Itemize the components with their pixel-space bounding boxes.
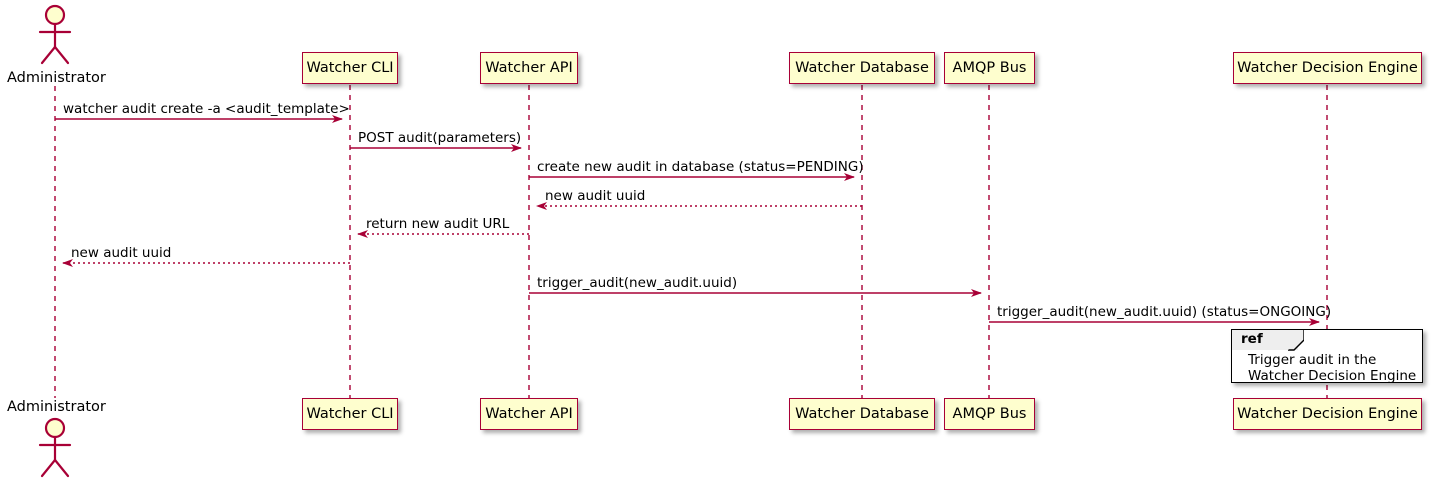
- message-label-4: new audit uuid: [545, 188, 646, 204]
- actor-label-administrator-top: Administrator: [7, 70, 106, 86]
- message-label-3: create new audit in database (status=PEN…: [537, 159, 864, 175]
- ref-fragment-text: Trigger audit in the Watcher Decision En…: [1248, 352, 1417, 384]
- message-label-2: POST audit(parameters): [358, 130, 522, 146]
- ref-fragment-tag: ref: [1241, 331, 1263, 347]
- participant-box-watcher-decision-engine-top[interactable]: Watcher Decision Engine: [1233, 52, 1422, 84]
- message-label-7: trigger_audit(new_audit.uuid): [537, 275, 738, 291]
- ref-fragment-tab-corner: [1288, 330, 1304, 351]
- participant-box-amqp-bus-bottom[interactable]: AMQP Bus: [944, 398, 1035, 430]
- actor-administrator-bottom: [38, 417, 72, 478]
- participant-box-watcher-cli-bottom[interactable]: Watcher CLI: [302, 398, 398, 430]
- ref-fragment-tab: [1232, 330, 1298, 350]
- message-label-6: new audit uuid: [71, 245, 172, 261]
- actor-administrator-top: [38, 4, 72, 65]
- message-label-1: watcher audit create -a <audit_template>: [63, 101, 350, 117]
- participant-box-watcher-database-bottom[interactable]: Watcher Database: [789, 398, 935, 430]
- participant-box-amqp-bus-top[interactable]: AMQP Bus: [944, 52, 1035, 84]
- participant-box-watcher-api-top[interactable]: Watcher API: [480, 52, 578, 84]
- message-label-5: return new audit URL: [366, 216, 510, 232]
- lifeline-group: [54, 85, 1328, 398]
- participant-box-watcher-database-top[interactable]: Watcher Database: [789, 52, 935, 84]
- ref-fragment: ref Trigger audit in the Watcher Decisio…: [1231, 329, 1423, 384]
- message-label-8: trigger_audit(new_audit.uuid) (status=ON…: [997, 304, 1332, 320]
- participant-box-watcher-cli-top[interactable]: Watcher CLI: [302, 52, 398, 84]
- participant-box-watcher-decision-engine-bottom[interactable]: Watcher Decision Engine: [1233, 398, 1422, 430]
- participant-box-watcher-api-bottom[interactable]: Watcher API: [480, 398, 578, 430]
- actor-label-administrator-bottom: Administrator: [7, 399, 106, 415]
